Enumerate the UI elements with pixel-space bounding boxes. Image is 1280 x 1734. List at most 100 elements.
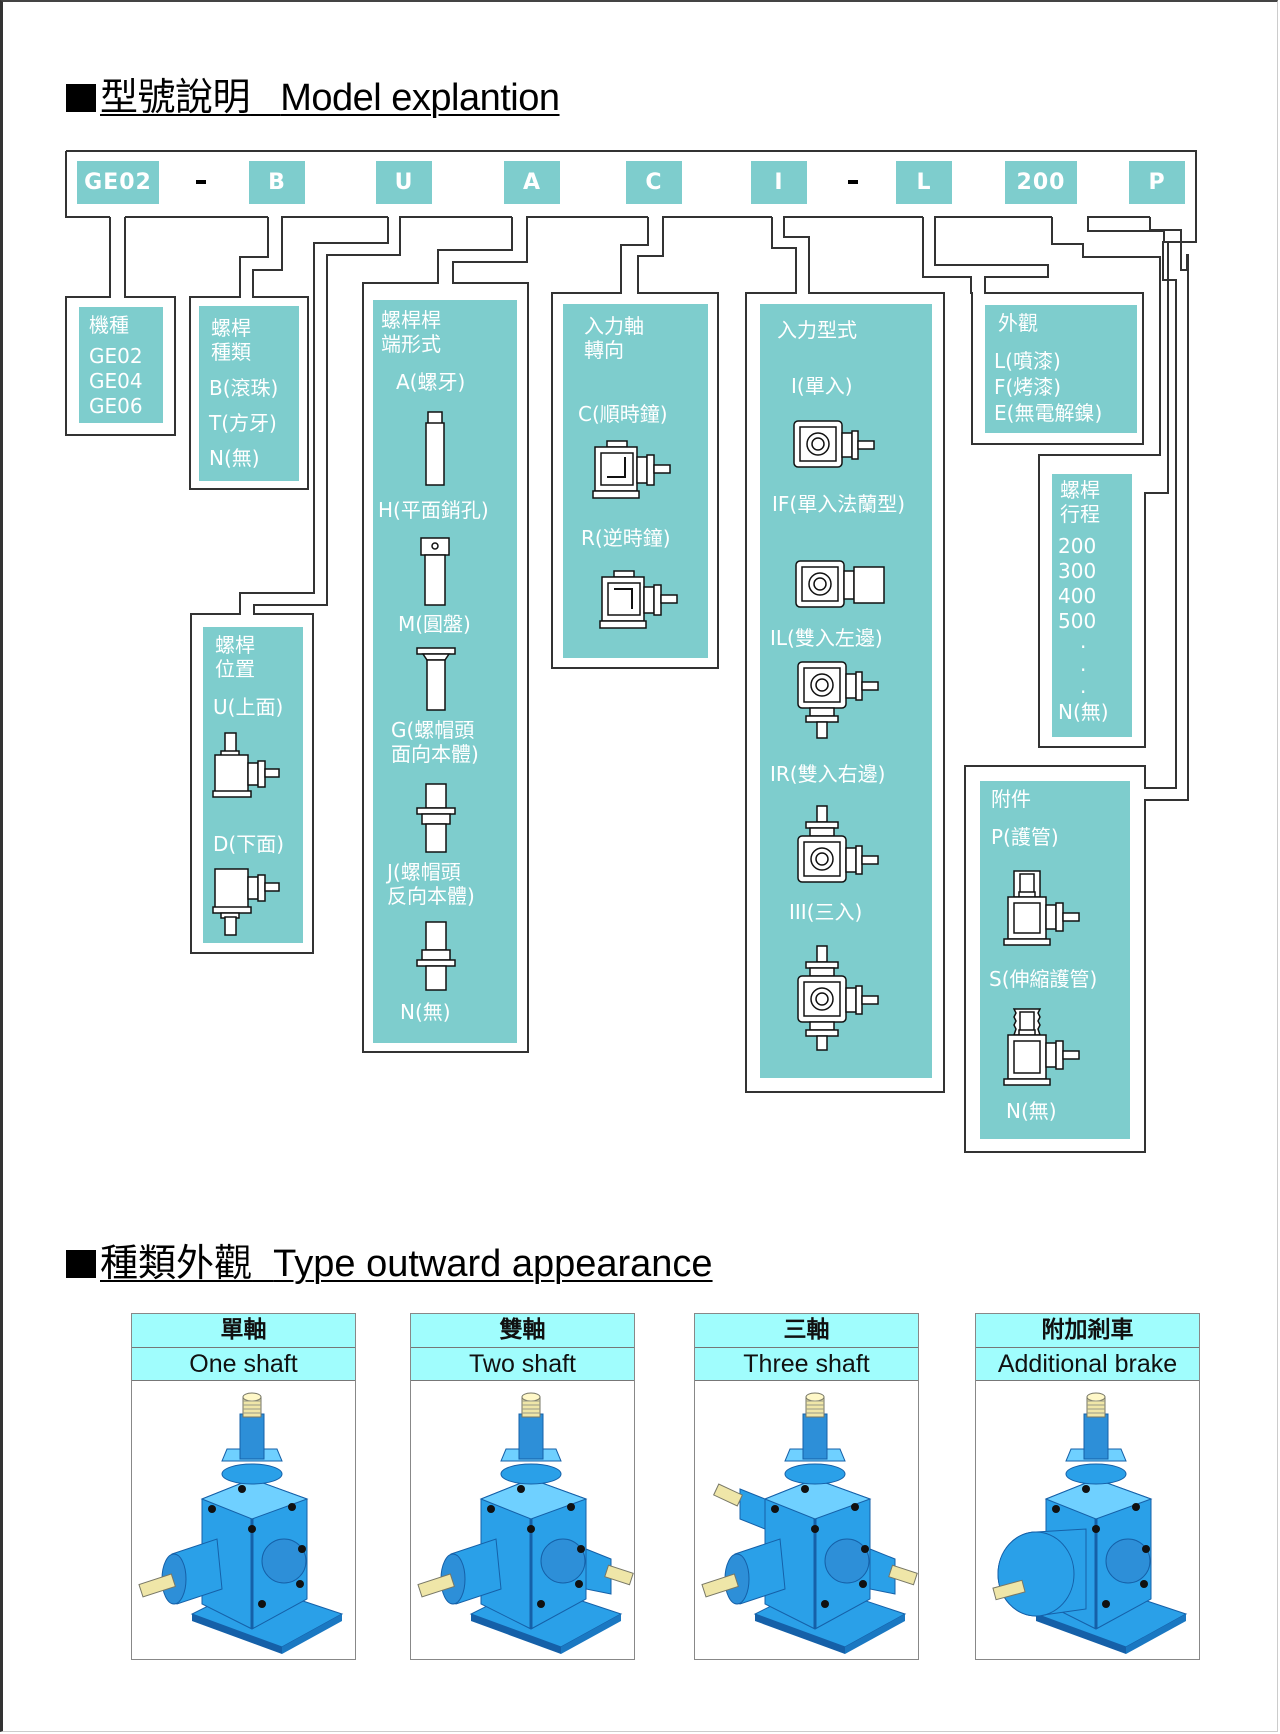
option: 200 bbox=[1058, 534, 1097, 558]
option: P(護管) bbox=[991, 825, 1059, 849]
option: B(滾珠) bbox=[209, 376, 279, 400]
gearbox-screw-up-icon bbox=[212, 732, 280, 798]
panel-input-rotation: 入力軸 轉向 C(順時鐘) R(逆時鐘) bbox=[563, 304, 708, 658]
panel-model: 機種 GE02 GE04 GE06 bbox=[79, 307, 163, 423]
code-segment-stroke: 200 bbox=[1005, 161, 1077, 204]
product-image-one-shaft bbox=[132, 1381, 355, 1659]
code-segment-accessory: P bbox=[1129, 161, 1185, 204]
gearbox-dual-input-left-icon bbox=[797, 661, 879, 739]
card-title-en: Two shaft bbox=[411, 1348, 634, 1381]
code-segment-model: GE02 bbox=[77, 161, 159, 204]
card-title-en: One shaft bbox=[132, 1348, 355, 1381]
option: GE06 bbox=[89, 394, 143, 418]
black-square-bullet bbox=[66, 84, 96, 112]
ellipsis-dot: . bbox=[1080, 652, 1087, 676]
panel-screw-type: 螺桿 種類 B(滾珠) T(方牙) N(無) bbox=[199, 306, 299, 481]
option: 面向本體) bbox=[391, 742, 479, 766]
connector-lines bbox=[65, 150, 1197, 1153]
section-title-types: 種類外觀 Type outward appearance bbox=[66, 1232, 713, 1287]
option: III(三入) bbox=[789, 900, 863, 924]
gearbox-triple-input-icon bbox=[797, 945, 879, 1051]
option: GE02 bbox=[89, 344, 143, 368]
panel-stroke: 螺桿 行程 200 300 400 500 . . . N(無) bbox=[1052, 474, 1132, 737]
panel-title-line1: 螺桿 bbox=[215, 633, 255, 657]
option: IF(單入法蘭型) bbox=[772, 492, 906, 516]
panel-title-line1: 入力軸 bbox=[584, 314, 644, 338]
option: GE04 bbox=[89, 369, 143, 393]
card-title-zh: 附加剎車 bbox=[976, 1314, 1199, 1348]
panel-title-line1: 螺桿 bbox=[211, 316, 251, 340]
section-title-model: 型號說明 Model explantion bbox=[66, 66, 560, 121]
option: C(順時鐘) bbox=[578, 402, 668, 426]
type-card-two-shaft: 雙軸 Two shaft bbox=[410, 1313, 635, 1660]
gearbox-product-icon bbox=[992, 1392, 1188, 1654]
option: 反向本體) bbox=[387, 884, 475, 908]
option: N(無) bbox=[209, 446, 260, 470]
gearbox-screw-down-icon bbox=[212, 868, 280, 936]
ellipsis-dot: . bbox=[1080, 629, 1087, 653]
gearbox-counterclockwise-icon bbox=[599, 570, 678, 629]
card-title-en: Three shaft bbox=[695, 1348, 918, 1381]
code-segment-rotation: C bbox=[626, 161, 682, 204]
option: M(圓盤) bbox=[398, 612, 471, 636]
gearbox-product-icon bbox=[138, 1392, 344, 1654]
code-segment-screw-type: B bbox=[249, 161, 305, 204]
screw-end-thread-icon bbox=[425, 411, 445, 486]
option: G(螺帽頭 bbox=[391, 718, 475, 742]
code-segment-screw-position: U bbox=[376, 161, 432, 204]
panel-title: 入力型式 bbox=[777, 318, 857, 342]
code-separator bbox=[848, 180, 858, 184]
option: L(噴漆) bbox=[994, 349, 1061, 373]
gearbox-clockwise-icon bbox=[592, 440, 671, 499]
panel-title-line1: 螺桿桿 bbox=[381, 308, 441, 332]
panel-title: 附件 bbox=[991, 787, 1031, 811]
option: R(逆時鐘) bbox=[581, 526, 671, 550]
title-en: Model explantion bbox=[280, 77, 560, 119]
black-square-bullet bbox=[66, 1250, 96, 1278]
product-image-two-shaft bbox=[411, 1381, 634, 1659]
gearbox-bellows-tube-icon bbox=[1003, 1008, 1080, 1086]
option: N(無) bbox=[400, 1000, 451, 1024]
panel-screw-position: 螺桿 位置 U(上面) D(下面) bbox=[203, 627, 303, 943]
option: I(單入) bbox=[791, 374, 853, 398]
option: J(螺帽頭 bbox=[387, 860, 461, 884]
screw-end-pin-hole-icon bbox=[420, 537, 450, 606]
option: E(無電解鎳) bbox=[994, 401, 1103, 425]
option: H(平面銷孔) bbox=[378, 498, 489, 522]
gearbox-protective-tube-icon bbox=[1003, 870, 1080, 946]
panel-title-line2: 位置 bbox=[215, 657, 255, 681]
product-image-three-shaft bbox=[695, 1381, 918, 1659]
card-title-zh: 雙軸 bbox=[411, 1314, 634, 1348]
panel-title-line2: 種類 bbox=[211, 340, 251, 364]
panel-screw-end: 螺桿桿 端形式 A(螺牙) H(平面銷孔) M(圓盤) G(螺帽頭 面向本體) … bbox=[373, 300, 517, 1043]
gearbox-dual-input-right-icon bbox=[797, 805, 879, 883]
title-en: Type outward appearance bbox=[273, 1243, 713, 1285]
product-image-additional-brake bbox=[976, 1381, 1199, 1659]
card-title-en: Additional brake bbox=[976, 1348, 1199, 1381]
panel-title: 機種 bbox=[89, 313, 129, 337]
screw-end-nut-facing-icon bbox=[416, 783, 456, 853]
option: 400 bbox=[1058, 584, 1097, 608]
code-separator bbox=[196, 180, 206, 184]
panel-title-line2: 端形式 bbox=[381, 332, 441, 356]
code-segment-appearance: L bbox=[896, 161, 952, 204]
option: 300 bbox=[1058, 559, 1097, 583]
card-title-zh: 單軸 bbox=[132, 1314, 355, 1348]
option: F(烤漆) bbox=[994, 375, 1062, 399]
screw-end-nut-reverse-icon bbox=[416, 921, 456, 991]
option: N(無) bbox=[1006, 1099, 1057, 1123]
panel-title-line2: 行程 bbox=[1060, 502, 1100, 526]
gearbox-flange-input-icon bbox=[795, 560, 885, 608]
type-card-additional-brake: 附加剎車 Additional brake bbox=[975, 1313, 1200, 1660]
option: D(下面) bbox=[213, 832, 285, 856]
screw-end-disc-icon bbox=[416, 647, 456, 711]
ellipsis-dot: . bbox=[1080, 674, 1087, 698]
option: IL(雙入左邊) bbox=[770, 626, 883, 650]
option: T(方牙) bbox=[209, 411, 277, 435]
type-card-three-shaft: 三軸 Three shaft bbox=[694, 1313, 919, 1660]
type-card-one-shaft: 單軸 One shaft bbox=[131, 1313, 356, 1660]
option: IR(雙入右邊) bbox=[770, 762, 886, 786]
option: N(無) bbox=[1058, 700, 1109, 724]
panel-title: 外觀 bbox=[998, 311, 1038, 335]
panel-input-type: 入力型式 I(單入) IF(單入法蘭型) IL(雙入左邊) IR(雙入右邊) I… bbox=[760, 304, 932, 1078]
